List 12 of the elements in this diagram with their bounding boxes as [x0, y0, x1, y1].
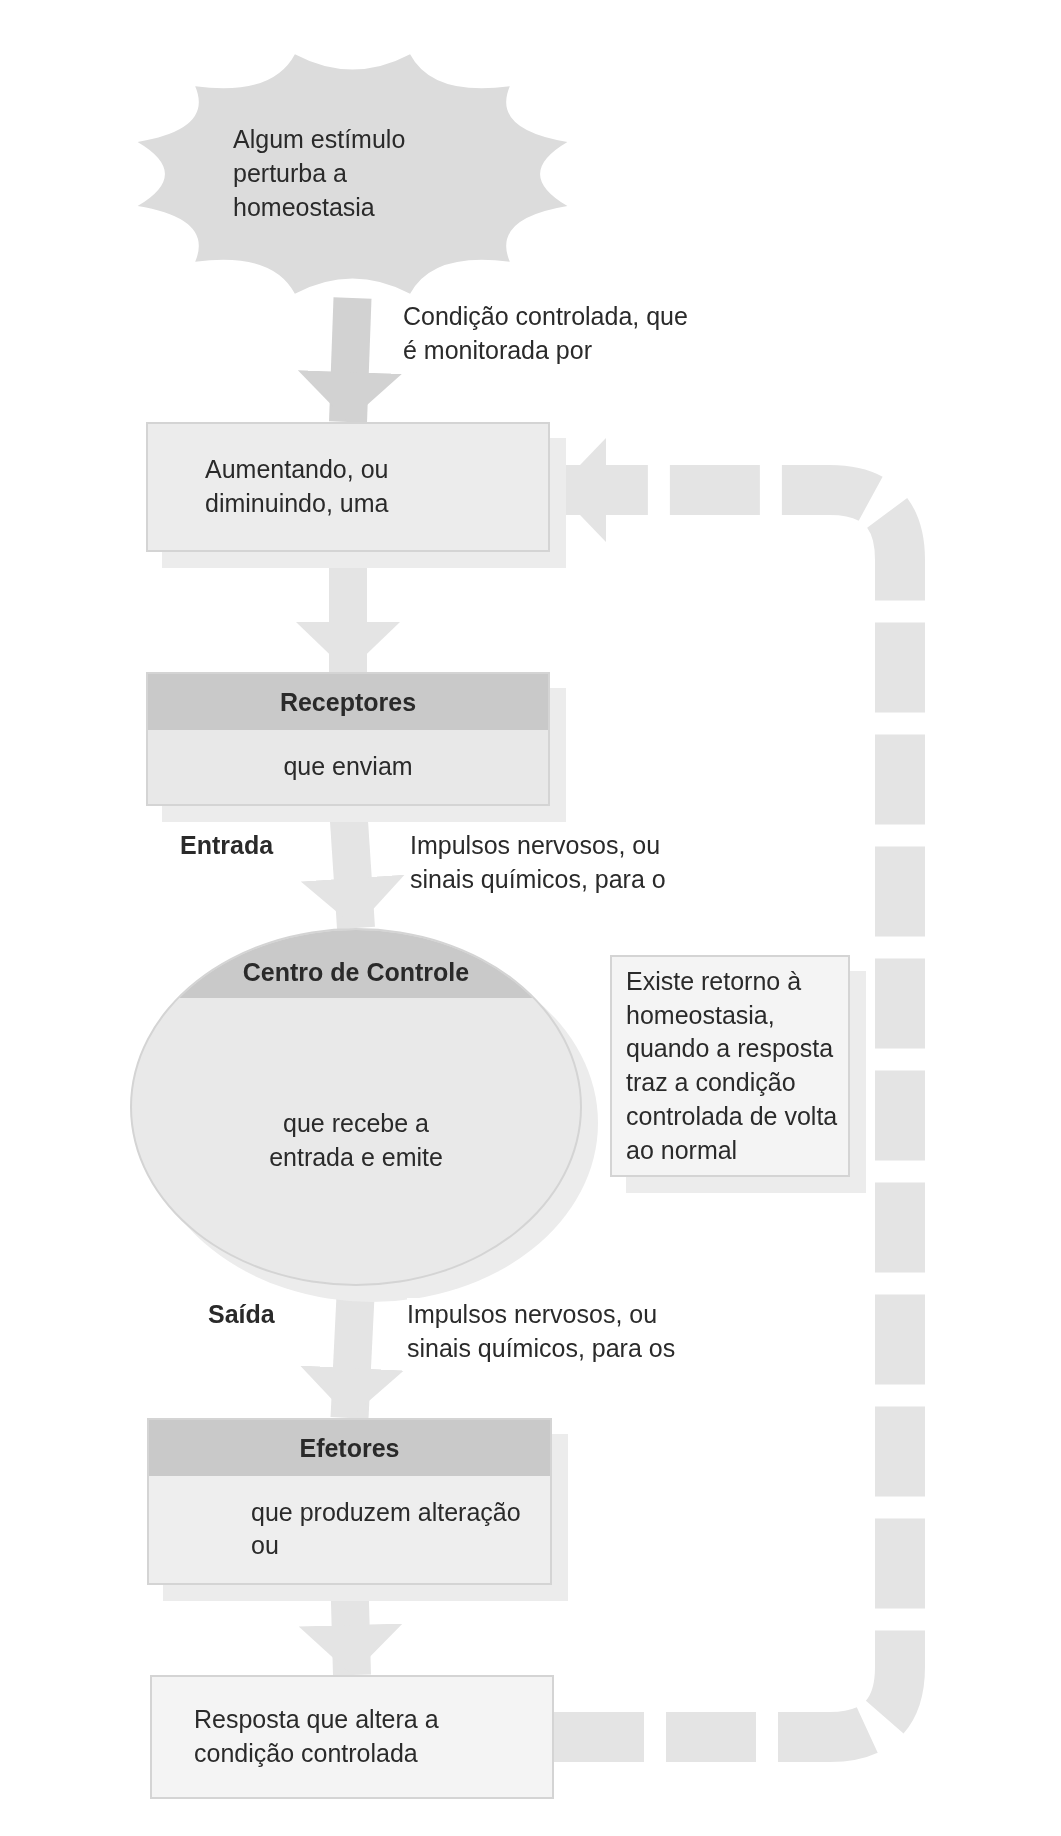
node-heading: Receptores — [148, 674, 548, 730]
node-text: Resposta que altera a condição controlada — [194, 1704, 440, 1769]
node-text: que produzem alteração ou — [251, 1496, 522, 1562]
node-heading: Efetores — [149, 1420, 550, 1476]
node-text: Algum estímulo perturba a homeostasia — [233, 124, 407, 223]
process-box — [150, 1675, 554, 1799]
node-text: Aumentando, ou diminuindo, uma — [205, 454, 390, 519]
dashed-arrow — [554, 438, 925, 1762]
arrow — [297, 297, 402, 423]
node-text: Existe retorno à homeostasia, quando a resposta traz a condição controlada de volta ao normal — [626, 965, 839, 1166]
node-text: que enviam — [283, 751, 413, 782]
node-text: que recebe a entrada e emite — [268, 1108, 444, 1173]
